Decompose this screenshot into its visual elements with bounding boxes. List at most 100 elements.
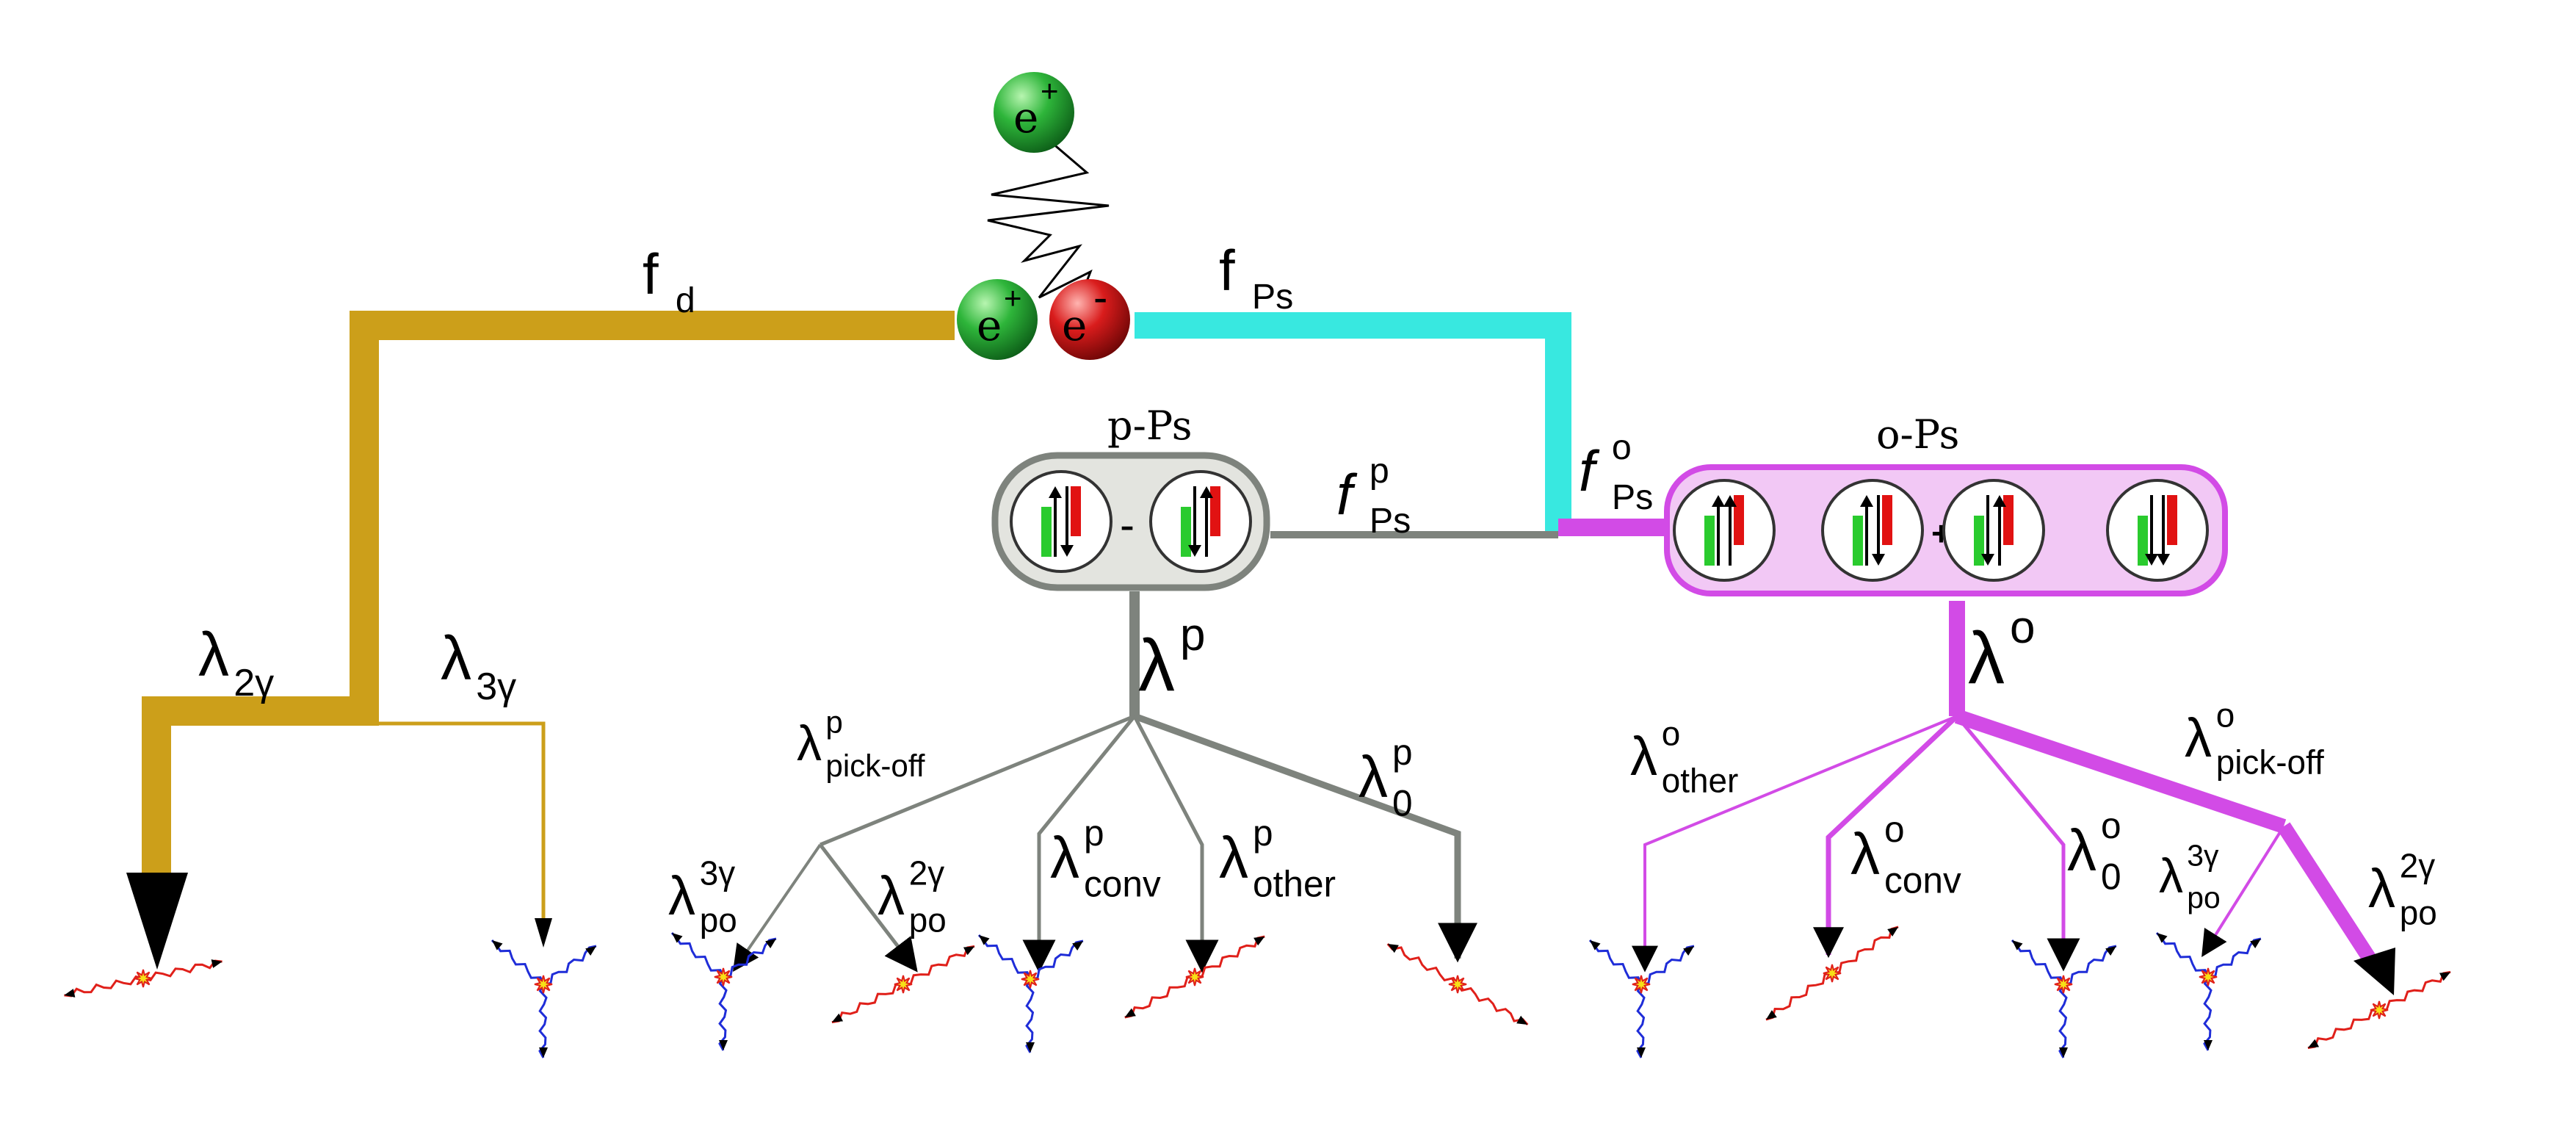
two-gamma-burst-icon <box>64 959 222 998</box>
two-gamma-burst-icon <box>1124 935 1265 1019</box>
electron-bound-symbol: e <box>1062 300 1087 350</box>
svg-text:3γ: 3γ <box>2187 839 2219 873</box>
positron-free-symbol: e <box>1013 93 1038 142</box>
svg-text:λ: λ <box>198 620 229 689</box>
svg-text:p: p <box>1084 812 1104 854</box>
three-gamma-burst-icon <box>1588 939 1695 1058</box>
p-ps-state: p-Ps - <box>991 403 1270 591</box>
svg-text:2γ: 2γ <box>234 662 274 704</box>
spin-pair-icon <box>2106 479 2209 582</box>
svg-text:λ: λ <box>668 865 695 926</box>
svg-text:λ: λ <box>2185 707 2212 768</box>
svg-text:f: f <box>1579 439 1600 503</box>
o-ps-branches <box>1632 709 2378 973</box>
positron-bound-symbol: e <box>977 300 1002 350</box>
three-gamma-burst-icon <box>977 934 1084 1053</box>
two-gamma-burst-icon <box>1765 926 1899 1021</box>
svg-text:λ: λ <box>1850 821 1880 887</box>
spin-pair-icon <box>1010 470 1112 573</box>
svg-text:o: o <box>2101 805 2121 846</box>
svg-text:po: po <box>909 901 947 939</box>
svg-text:f: f <box>643 242 659 306</box>
svg-text:o: o <box>2216 696 2235 734</box>
three-gamma-burst-icon <box>2155 931 2262 1051</box>
spin-pair-icon <box>1821 479 1924 582</box>
svg-text:p: p <box>1370 451 1389 491</box>
svg-text:2γ: 2γ <box>2400 846 2436 884</box>
svg-text:f: f <box>1219 238 1235 303</box>
svg-text:λ: λ <box>878 865 905 926</box>
svg-text:λ: λ <box>1219 825 1248 890</box>
spin-pair-icon <box>1149 470 1252 573</box>
svg-text:p: p <box>1253 812 1273 854</box>
svg-text:Ps: Ps <box>1612 477 1653 517</box>
random-walk-track <box>987 137 1110 317</box>
arrow-3g-head <box>535 918 552 948</box>
svg-text:o: o <box>1662 714 1681 752</box>
direct-annihilation-branch <box>142 311 955 873</box>
three-gamma-burst-icon <box>2011 939 2117 1058</box>
svg-text:λ: λ <box>2067 818 2096 883</box>
svg-text:λ: λ <box>1138 624 1175 707</box>
svg-text:λ: λ <box>441 624 471 693</box>
svg-text:pick-off: pick-off <box>2216 743 2324 782</box>
positron-bound-charge: + <box>1004 281 1022 315</box>
two-gamma-burst-icon <box>1386 942 1529 1026</box>
p-ps-branches <box>732 712 1477 973</box>
svg-text:0: 0 <box>2101 856 2121 898</box>
svg-text:p: p <box>825 705 842 740</box>
positron-free-charge: + <box>1041 73 1059 108</box>
electron-bound-charge: - <box>1093 274 1107 322</box>
photon-bursts <box>64 926 2451 1058</box>
electron-bound-sphere-icon <box>1049 279 1130 360</box>
svg-text:other: other <box>1662 762 1739 800</box>
svg-text:λ: λ <box>1968 617 2005 699</box>
svg-text:o: o <box>1884 809 1905 850</box>
p-ps-combiner: - <box>1120 500 1135 549</box>
svg-text:o: o <box>2010 602 2035 653</box>
two-gamma-burst-icon <box>2307 970 2451 1050</box>
svg-text:o: o <box>1612 428 1632 467</box>
svg-text:conv: conv <box>1084 864 1161 905</box>
svg-text:3γ: 3γ <box>476 665 516 708</box>
arrow-2g-head <box>126 873 188 970</box>
three-gamma-burst-icon <box>491 939 597 1058</box>
svg-text:λ: λ <box>2159 848 2183 903</box>
spin-pair-icon <box>1942 479 2045 582</box>
svg-text:2γ: 2γ <box>909 854 945 892</box>
svg-text:Ps: Ps <box>1370 501 1411 541</box>
arrow-po2g-o-head <box>2354 948 2395 995</box>
svg-text:pick-off: pick-off <box>825 748 925 783</box>
svg-text:po: po <box>700 901 737 939</box>
positron-sphere-icon <box>994 72 1074 153</box>
svg-text:λ: λ <box>2368 858 2395 919</box>
svg-text:po: po <box>2187 881 2221 914</box>
svg-text:p: p <box>1180 610 1205 660</box>
ps-formation-branch <box>1135 312 1571 535</box>
direct-3g-branch <box>362 711 546 918</box>
svg-text:po: po <box>2400 894 2437 932</box>
svg-text:other: other <box>1253 864 1336 905</box>
svg-text:3γ: 3γ <box>700 854 736 892</box>
svg-text:λ: λ <box>1050 825 1079 890</box>
spin-pair-icon <box>1673 479 1776 582</box>
